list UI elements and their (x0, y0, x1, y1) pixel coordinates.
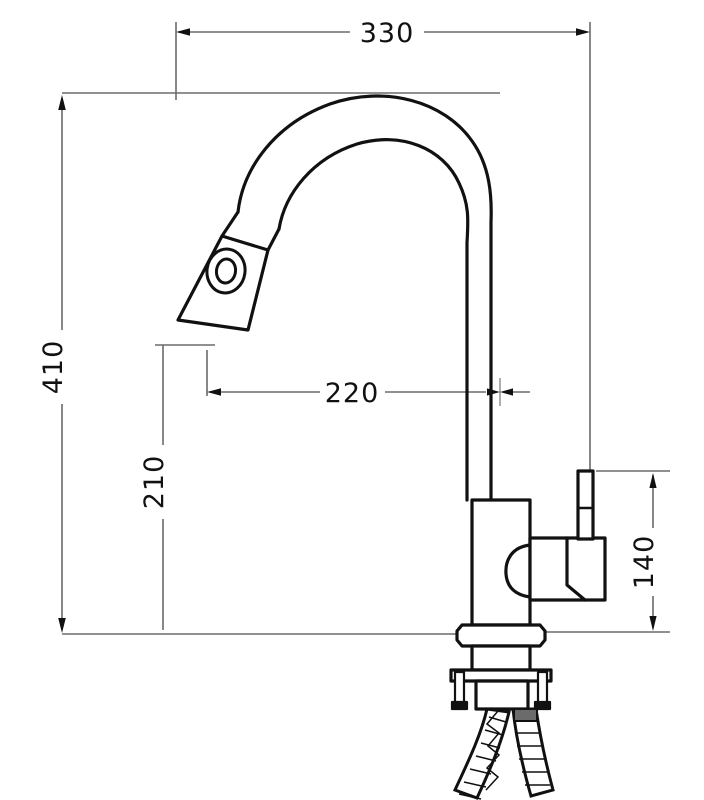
screw-head-left (450, 700, 469, 711)
faucet-outline (176, 94, 607, 711)
dim-label-210: 210 (139, 455, 170, 510)
supply-hose-right (511, 707, 555, 798)
arrow-410-bottom (58, 618, 66, 633)
arrow-140-top (649, 473, 657, 488)
mounting-nut-body (474, 679, 530, 711)
handle-block-chamfer (565, 536, 587, 602)
arrow-220-right-outer (500, 388, 513, 396)
supply-hose-left-braid (458, 710, 507, 800)
screw-head-right (533, 700, 552, 711)
arrow-220-left (207, 388, 221, 396)
mounting-screw-left (453, 670, 466, 706)
gooseneck-inner-wall (277, 138, 470, 502)
aerator-inner-ring (214, 257, 238, 285)
aerator-outer-ring (205, 247, 247, 295)
gooseneck-outer-wall (236, 94, 493, 502)
dim-label-330: 330 (360, 18, 415, 49)
dim-label-140: 140 (629, 535, 660, 590)
mounting-screws (450, 670, 552, 711)
dimension-lines (61, 22, 670, 635)
arrow-410-top (58, 95, 66, 110)
mounting-washer (449, 668, 553, 683)
lever-stem (576, 469, 595, 541)
supply-hoses (452, 707, 555, 800)
mounting-screw-right (536, 670, 549, 706)
mounting-shank (470, 644, 532, 672)
arrow-140-bottom (649, 616, 657, 631)
dim-label-220: 220 (325, 378, 380, 409)
hose-collar-right (513, 708, 538, 722)
arrow-330-left (176, 28, 190, 36)
body-cylinder (470, 498, 532, 627)
dim-label-410: 410 (38, 340, 69, 395)
handle-collar (504, 543, 532, 599)
supply-hose-left (452, 707, 511, 800)
base-flange (455, 623, 547, 648)
dimension-labels: 330 410 210 220 140 (38, 18, 660, 589)
arrow-330-right (576, 28, 590, 36)
spray-neck (220, 210, 281, 252)
arrow-220-right (487, 388, 500, 396)
dimension-arrowheads (58, 28, 657, 633)
